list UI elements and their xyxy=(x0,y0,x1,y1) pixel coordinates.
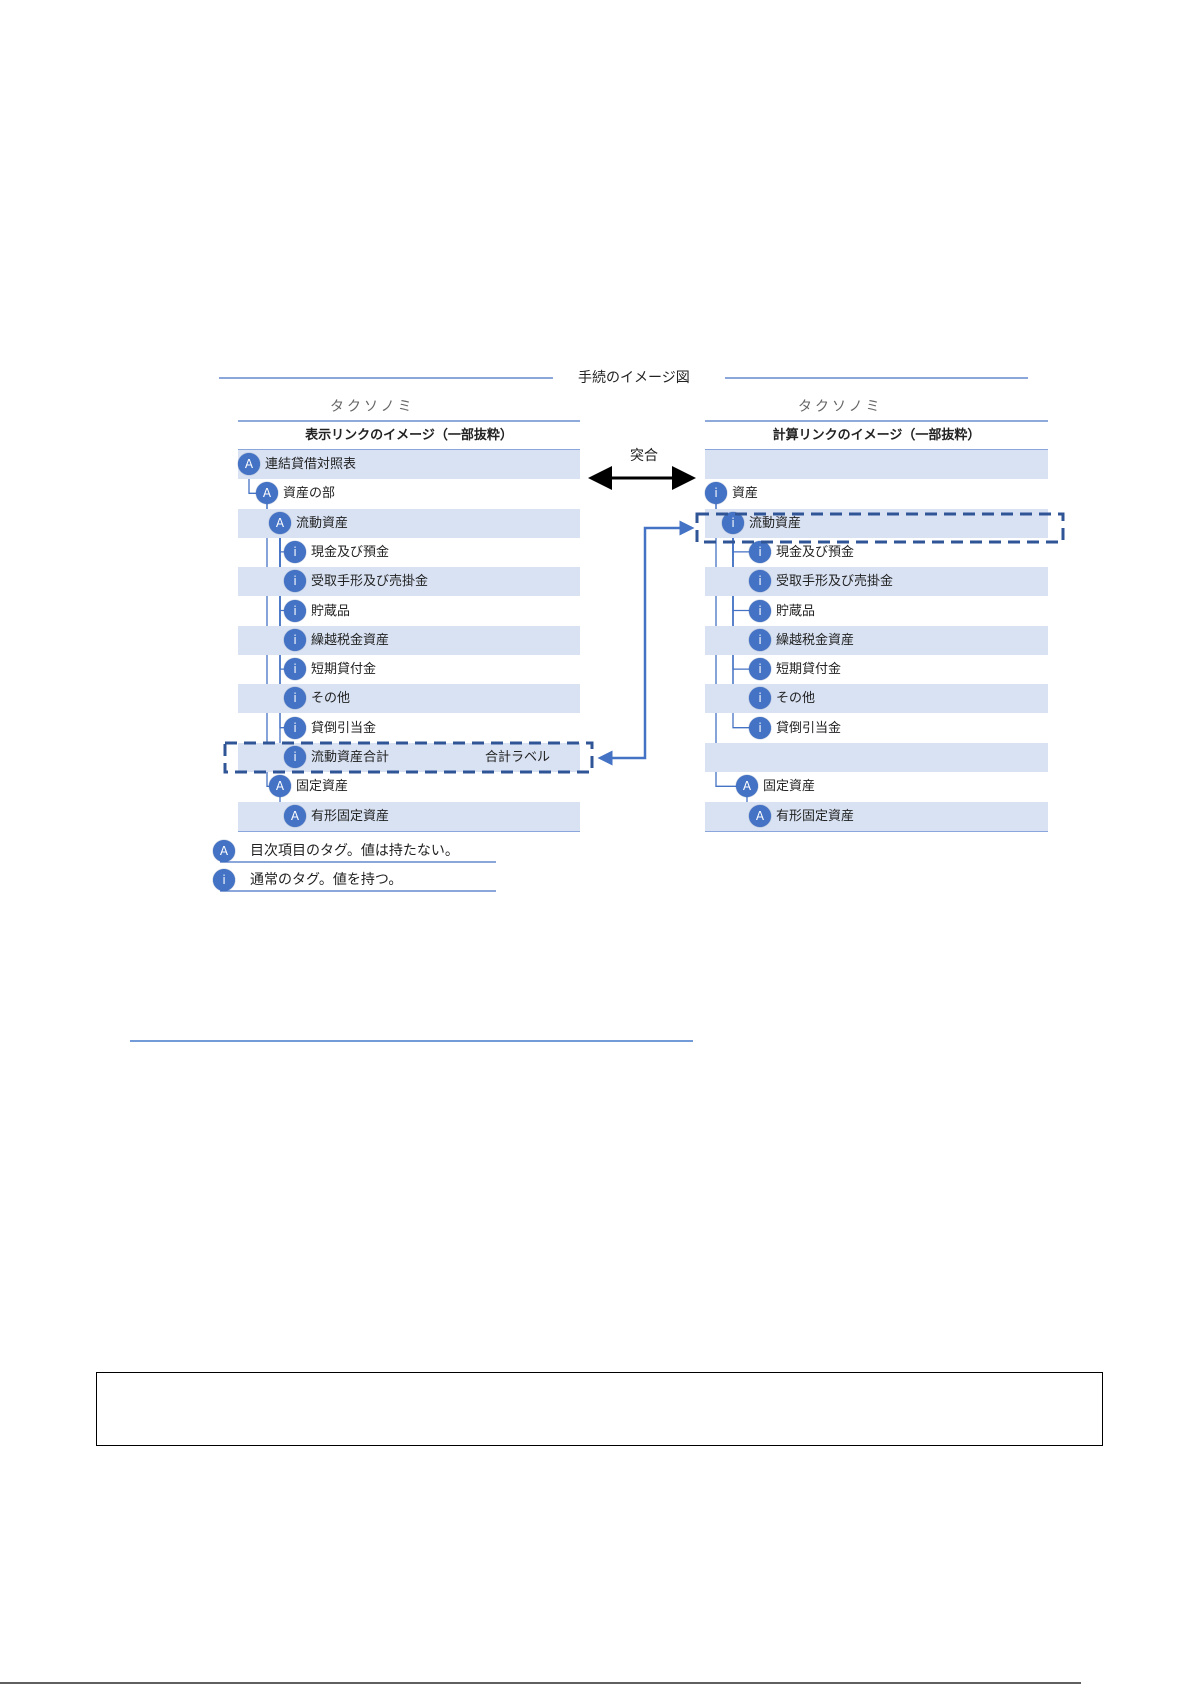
row-label: 短期貸付金 xyxy=(311,662,377,678)
right-taxonomy-label: タクソノミ xyxy=(798,399,883,415)
row-label: 現金及び預金 xyxy=(311,544,390,560)
table-row xyxy=(238,508,580,538)
item-tag-icon: i xyxy=(749,628,771,651)
item-tag-icon: i xyxy=(284,687,306,710)
row-label: 固定資産 xyxy=(296,779,349,795)
row-label: 短期貸付金 xyxy=(776,662,842,678)
item-tag-icon: i xyxy=(284,658,306,681)
left-header: 表示リンクのイメージ（一部抜粋） xyxy=(305,428,513,443)
abstract-tag-icon: A xyxy=(238,453,260,475)
abstract-tag-icon: A xyxy=(736,775,758,798)
item-tag-icon: i xyxy=(722,511,744,534)
item-tag-icon: i xyxy=(284,540,306,563)
row-label: 繰越税金資産 xyxy=(776,632,855,648)
item-tag-icon: i xyxy=(749,570,771,593)
item-tag-icon: i xyxy=(749,716,771,739)
row-label: 貸倒引当金 xyxy=(776,720,842,736)
row-label: 受取手形及び売掛金 xyxy=(311,574,429,590)
row-label: 貸倒引当金 xyxy=(311,720,377,736)
row-label: 貯蔵品 xyxy=(776,603,816,619)
row-label: 固定資産 xyxy=(763,779,816,795)
row-label: 流動資産 xyxy=(296,515,349,531)
row-label: 貯蔵品 xyxy=(311,603,351,619)
abstract-tag-icon: A xyxy=(269,511,291,534)
total-label-note: 合計ラベル xyxy=(485,750,551,765)
legend-label: 目次項目のタグ。値は持たない。 xyxy=(250,843,459,859)
row-label: 流動資産 xyxy=(749,515,802,531)
item-tag-icon: i xyxy=(705,482,727,505)
table-row xyxy=(238,450,580,479)
row-label: 繰越税金資産 xyxy=(311,632,390,648)
row-label: 受取手形及び売掛金 xyxy=(776,574,894,590)
row-label: その他 xyxy=(311,691,351,707)
row-label: 連結貸借対照表 xyxy=(265,457,357,472)
item-tag-icon: i xyxy=(749,658,771,681)
row-label: 資産 xyxy=(732,486,759,502)
item-tag-icon: i xyxy=(284,746,306,768)
left-taxonomy-label: タクソノミ xyxy=(330,399,415,415)
table-row xyxy=(705,450,1048,479)
item-tag-icon: i xyxy=(284,628,306,651)
reconcile-label: 突合 xyxy=(630,448,658,464)
abstract-tag-icon: A xyxy=(749,804,771,827)
link-arrow xyxy=(597,520,695,766)
item-tag-icon: i xyxy=(749,599,771,622)
row-label: 流動資産合計 xyxy=(311,750,390,765)
diagram-title: 手続のイメージ図 xyxy=(578,370,690,386)
row-label: 有形固定資産 xyxy=(776,808,855,824)
legend-label: 通常のタグ。値を持つ。 xyxy=(250,872,403,888)
item-tag-icon: i xyxy=(749,540,771,563)
row-label: その他 xyxy=(776,691,816,707)
item-tag-icon: i xyxy=(284,570,306,593)
item-tag-icon: i xyxy=(213,869,235,891)
abstract-tag-icon: A xyxy=(256,482,278,505)
abstract-tag-icon: A xyxy=(269,775,291,798)
row-label: 現金及び預金 xyxy=(776,544,855,560)
table-row xyxy=(705,743,1048,772)
item-tag-icon: i xyxy=(284,599,306,622)
row-label: 有形固定資産 xyxy=(311,808,390,824)
row-label: 資産の部 xyxy=(283,486,336,502)
item-tag-icon: i xyxy=(749,687,771,710)
empty-text-box xyxy=(96,1372,1103,1446)
abstract-tag-icon: A xyxy=(213,840,235,862)
right-header: 計算リンクのイメージ（一部抜粋） xyxy=(772,428,981,443)
abstract-tag-icon: A xyxy=(284,804,306,827)
item-tag-icon: i xyxy=(284,716,306,739)
